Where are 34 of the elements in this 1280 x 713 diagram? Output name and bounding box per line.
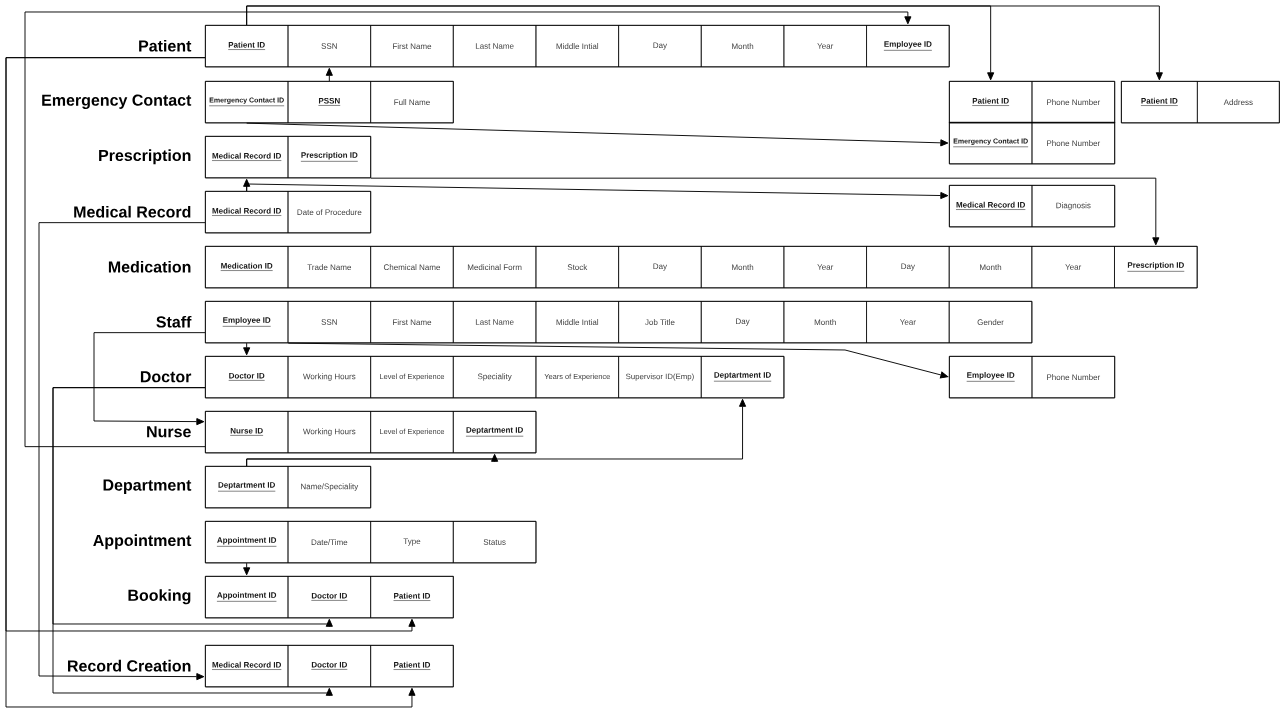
table-cell: Phone Number [1031, 356, 1115, 399]
table-cell: Month [783, 301, 867, 344]
key-cell: Employee ID [949, 356, 1033, 399]
key-cell: Medical Record ID [949, 185, 1033, 228]
table-cell: Month [700, 246, 785, 289]
table-cell: Phone Number [1031, 81, 1115, 124]
table-cell: Status [452, 521, 537, 564]
table-cell: Month [948, 246, 1033, 289]
table-cell: Year [1031, 246, 1115, 289]
table-cell: Address [1197, 81, 1280, 124]
arrow [370, 177, 1160, 246]
table-cell: Year [783, 246, 867, 289]
key-cell: Deptartment ID [700, 356, 785, 399]
key-cell: Patient ID [1121, 81, 1198, 124]
table-cell: Day [618, 246, 702, 289]
table-name: Patient [139, 39, 192, 52]
arrow [246, 122, 949, 147]
table-cell: Medicinal Form [452, 246, 537, 289]
table-cell: Day [866, 246, 950, 289]
table-cell: Job Title [618, 301, 702, 344]
table-cell: Phone Number [1031, 122, 1115, 165]
key-cell: Deptartment ID [452, 411, 537, 454]
table-cell: Stock [535, 246, 619, 289]
table-cell: Day [700, 301, 785, 344]
table-cell: Last Name [452, 301, 537, 344]
table-cell: Gender [948, 301, 1033, 344]
key-cell: Prescription ID [1114, 246, 1198, 289]
arrow [246, 183, 949, 200]
table-cell: Year [866, 301, 950, 344]
arrow [287, 342, 949, 379]
table-cell: Middle Intial [535, 301, 619, 344]
table-cell: Speciality [452, 356, 537, 399]
table-cell: Diagnosis [1031, 185, 1115, 228]
key-cell: Patient ID [949, 81, 1033, 124]
